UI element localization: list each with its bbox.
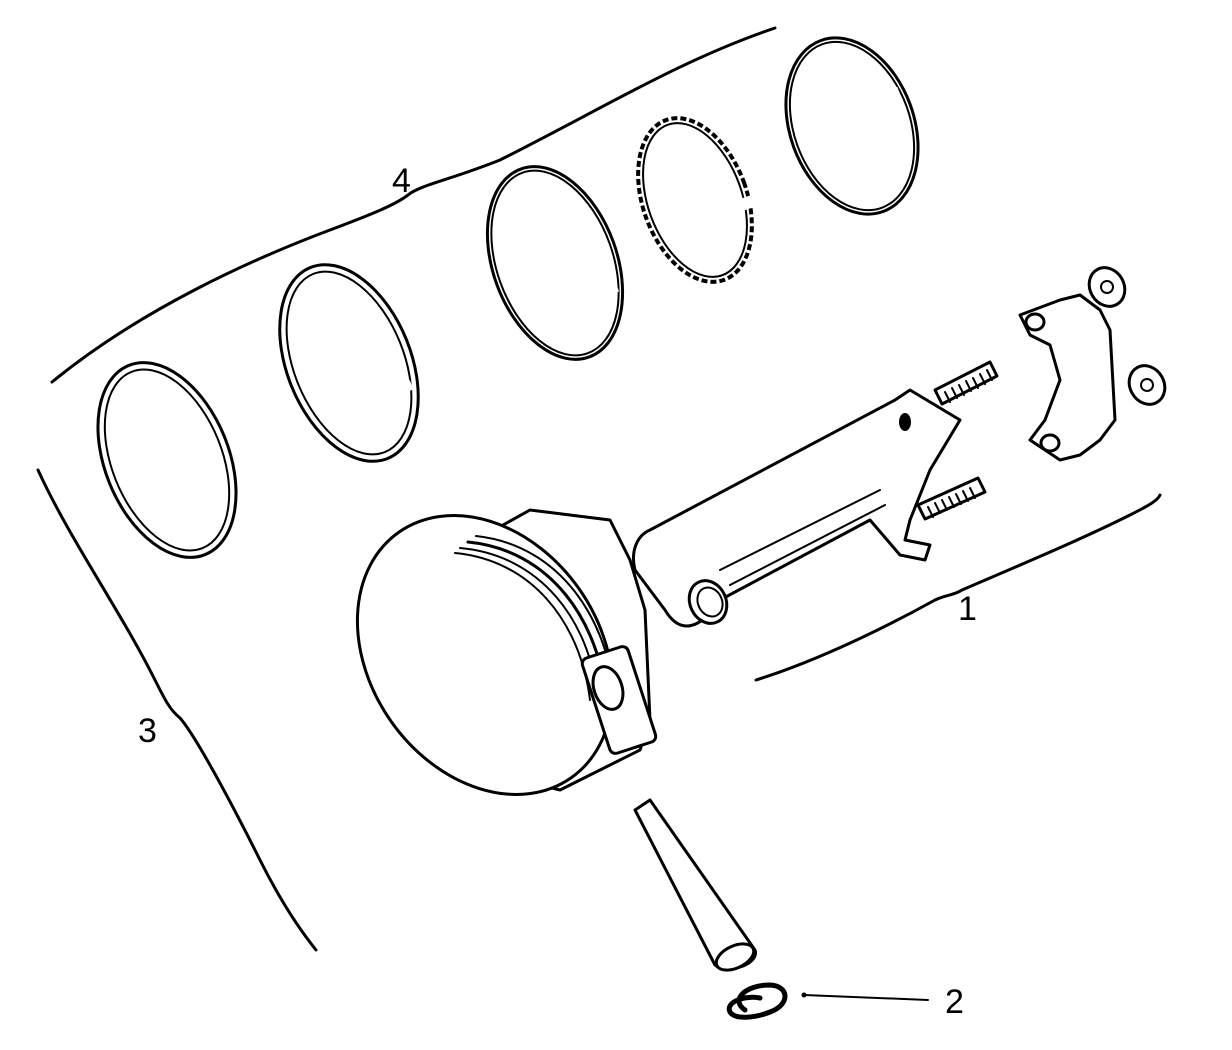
oil-ring-expander-icon [636, 116, 755, 284]
piston-ring-2-icon [278, 263, 420, 463]
callout-2-leader [803, 994, 929, 1001]
retainer-clip-icon [726, 982, 788, 1020]
callout-1: 1 [958, 590, 977, 628]
piston-ring-1-icon [96, 361, 238, 559]
rod-nut-lower-icon [1127, 364, 1167, 406]
connecting-rod-icon [632, 388, 962, 628]
bracket-4-line [50, 26, 777, 384]
oil-ring-rail-upper-icon [784, 36, 920, 216]
piston-pin-icon [633, 798, 757, 972]
rod-cap-icon [1018, 293, 1117, 462]
bracket-1-line [754, 493, 1162, 682]
piston-icon [355, 508, 658, 796]
oil-ring-rail-lower-icon [485, 165, 625, 361]
bracket-3-line [36, 468, 318, 952]
callout-2: 2 [945, 983, 964, 1021]
rod-nut-upper-icon [1087, 266, 1127, 308]
rod-bolt-upper-icon [933, 360, 999, 406]
callout-3: 3 [138, 712, 157, 750]
callout-4: 4 [392, 162, 411, 200]
rod-bolt-lower-icon [916, 476, 987, 521]
